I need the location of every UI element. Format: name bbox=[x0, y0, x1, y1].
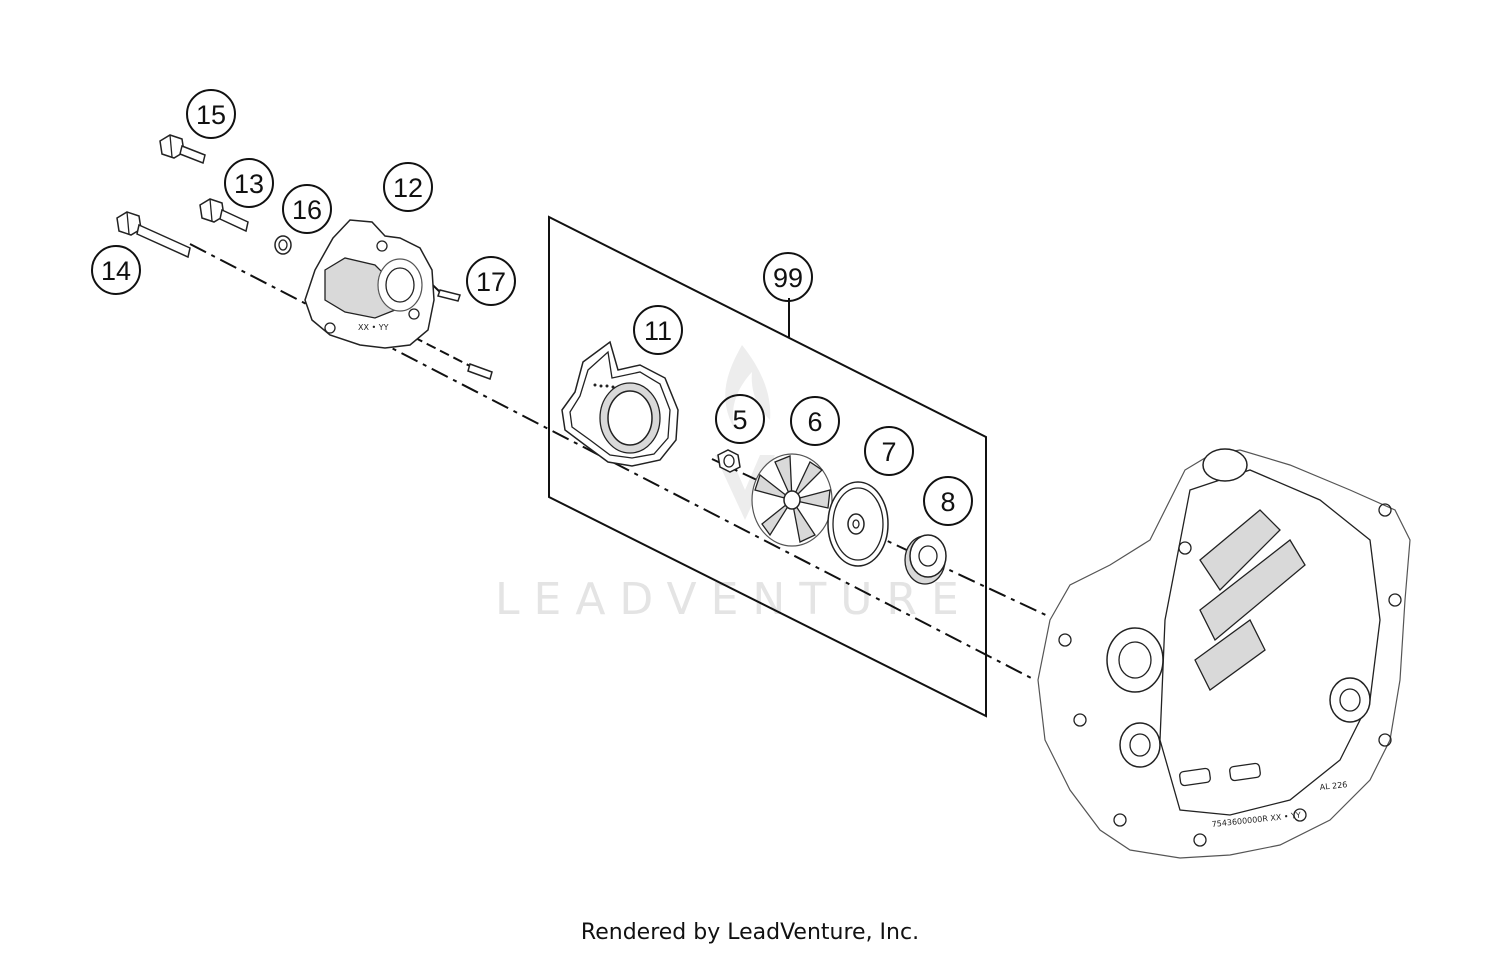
disk-7 bbox=[827, 481, 889, 567]
callout-13-label: 13 bbox=[234, 169, 264, 199]
callout-11-label: 11 bbox=[644, 316, 672, 346]
callout-12: 12 bbox=[383, 162, 433, 212]
pin-17 bbox=[437, 289, 493, 380]
svg-text:XX • YY: XX • YY bbox=[358, 323, 389, 332]
callout-5-label: 5 bbox=[732, 405, 747, 435]
callout-15-label: 15 bbox=[196, 100, 226, 130]
kit-99-outline bbox=[548, 215, 987, 718]
clutch-cover: 7543600000R XX • YY AL 226 bbox=[1037, 448, 1411, 859]
callout-14: 14 bbox=[91, 245, 141, 295]
callout-14-label: 14 bbox=[101, 256, 131, 286]
callout-99-label: 99 bbox=[773, 263, 803, 293]
seal-8 bbox=[904, 534, 947, 585]
callout-5: 5 bbox=[715, 394, 765, 444]
nut-5 bbox=[717, 449, 741, 473]
callout-8: 8 bbox=[923, 476, 973, 526]
callout-7-label: 7 bbox=[881, 437, 896, 467]
callout-17: 17 bbox=[466, 256, 516, 306]
callout-6: 6 bbox=[790, 396, 840, 446]
callout-13: 13 bbox=[224, 158, 274, 208]
callout-16-label: 16 bbox=[292, 195, 322, 225]
washer-16 bbox=[274, 235, 292, 255]
callout-12-label: 12 bbox=[393, 173, 423, 203]
callout-15: 15 bbox=[186, 89, 236, 139]
callout-6-label: 6 bbox=[807, 407, 822, 437]
bolt-15 bbox=[159, 134, 206, 165]
callout-8-label: 8 bbox=[940, 487, 955, 517]
watermark-text: LEADVENTURE bbox=[495, 574, 973, 625]
gasket-11 bbox=[561, 340, 679, 467]
bolt-13 bbox=[199, 198, 249, 233]
svg-text:AL 226: AL 226 bbox=[1319, 780, 1348, 792]
footer-credit: Rendered by LeadVenture, Inc. bbox=[580, 920, 920, 945]
impeller-6 bbox=[751, 453, 833, 547]
callout-16: 16 bbox=[282, 184, 332, 234]
water-pump-cover-12: XX • YY bbox=[304, 219, 435, 349]
bolt-14 bbox=[116, 211, 191, 259]
callout-17-label: 17 bbox=[476, 267, 506, 297]
callout-99: 99 bbox=[763, 252, 813, 302]
callout-11: 11 bbox=[633, 305, 683, 355]
callout-7: 7 bbox=[864, 426, 914, 476]
leadventure-watermark: LEADVENTURE bbox=[495, 345, 973, 625]
